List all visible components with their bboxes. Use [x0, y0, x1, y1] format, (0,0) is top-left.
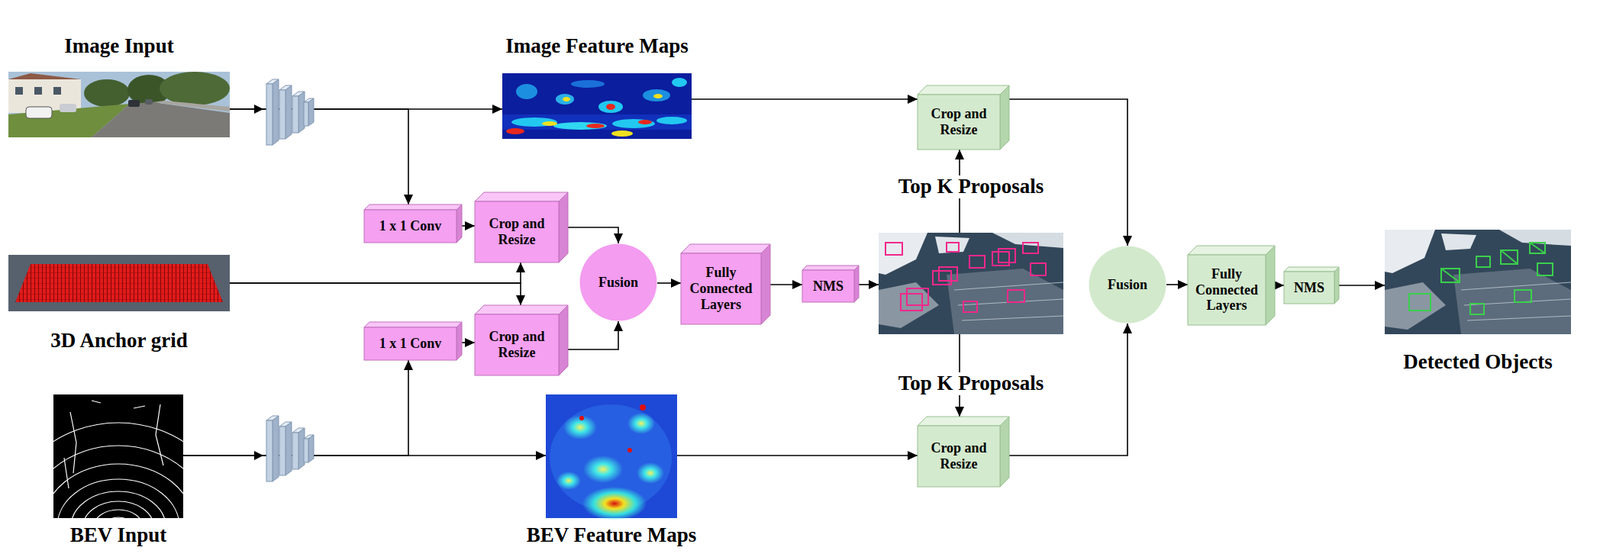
image-feature-map	[502, 73, 692, 139]
connector-arrow	[567, 227, 619, 244]
connector-arrow	[1274, 284, 1284, 287]
panel-heading: Detected Objects	[1398, 351, 1558, 375]
connector-arrow	[691, 98, 918, 100]
image-panel: BEV Feature Maps	[545, 394, 678, 519]
connector-arrow	[229, 262, 521, 284]
crop-resize-box: Crop and Resize	[917, 416, 1010, 488]
connector-arrow	[1166, 283, 1188, 286]
panel-heading: Top K Proposals	[893, 372, 1049, 396]
connector-arrow	[461, 225, 475, 227]
nms-box: NMS	[1283, 267, 1339, 304]
box-label: Fusion	[1107, 277, 1148, 294]
connector-arrow	[858, 283, 879, 286]
proposals-scene	[878, 232, 1064, 335]
panel-heading: Top K Proposals	[893, 175, 1049, 199]
panel-heading: 3D Anchor grid	[45, 329, 193, 353]
image-panel: Top K ProposalsTop K Proposals	[878, 232, 1064, 335]
image-panel: BEV Input	[53, 394, 184, 519]
image-panel: Image Input	[8, 71, 230, 138]
box-label: Fully Connected Layers	[1193, 266, 1261, 314]
connector-arrow	[1338, 284, 1385, 287]
box-label: Crop and Resize	[480, 329, 554, 361]
conv-box: 1 x 1 Conv	[364, 204, 462, 243]
connector-arrow	[229, 283, 521, 306]
panel-heading: BEV Feature Maps	[522, 524, 702, 548]
box-label: Crop and Resize	[922, 440, 995, 472]
fc-box: Fully Connected Layers	[680, 244, 771, 325]
arrow-head	[254, 451, 264, 461]
box-label: Crop and Resize	[480, 216, 554, 248]
crop-resize-box: Crop and Resize	[474, 305, 568, 376]
bev-feature-map	[545, 394, 678, 521]
connector-arrow	[229, 109, 409, 205]
connector-arrow	[657, 282, 681, 284]
panel-heading: Image Feature Maps	[500, 35, 693, 59]
box-label: Fully Connected Layers	[686, 264, 756, 313]
box-label: Fusion	[598, 274, 639, 291]
fc-box: Fully Connected Layers	[1187, 245, 1275, 326]
connector-arrow	[770, 283, 803, 286]
fusion-circle: Fusion	[1088, 245, 1167, 324]
feature-extractor-icon	[266, 79, 314, 146]
box-label: Crop and Resize	[922, 106, 995, 138]
bev-point-cloud	[5, 394, 232, 557]
conv-box: 1 x 1 Conv	[364, 322, 462, 361]
connector-arrow	[1009, 99, 1128, 246]
feature-extractor-icon	[266, 416, 314, 482]
anchor-grid-image	[8, 254, 230, 312]
connector-arrow	[677, 454, 918, 457]
box-label: NMS	[1293, 280, 1325, 297]
crop-resize-box: Crop and Resize	[917, 85, 1010, 150]
crop-resize-box: Crop and Resize	[474, 192, 568, 263]
image-panel: 3D Anchor grid	[8, 254, 230, 312]
fusion-circle: Fusion	[579, 243, 658, 322]
nms-box: NMS	[802, 265, 859, 303]
connector-arrow	[461, 341, 475, 344]
image-panel: Image Feature Maps	[502, 73, 692, 139]
detection-scene	[1384, 229, 1571, 335]
box-label: 1 x 1 Conv	[379, 218, 442, 235]
box-label: NMS	[812, 278, 844, 295]
panel-heading: BEV Input	[65, 524, 171, 548]
image-panel: Detected Objects	[1384, 229, 1571, 335]
box-label: 1 x 1 Conv	[379, 335, 442, 352]
panel-heading: Image Input	[59, 35, 178, 59]
arrow-head	[254, 104, 264, 114]
street-photo	[8, 71, 230, 138]
connector-arrow	[567, 321, 619, 350]
